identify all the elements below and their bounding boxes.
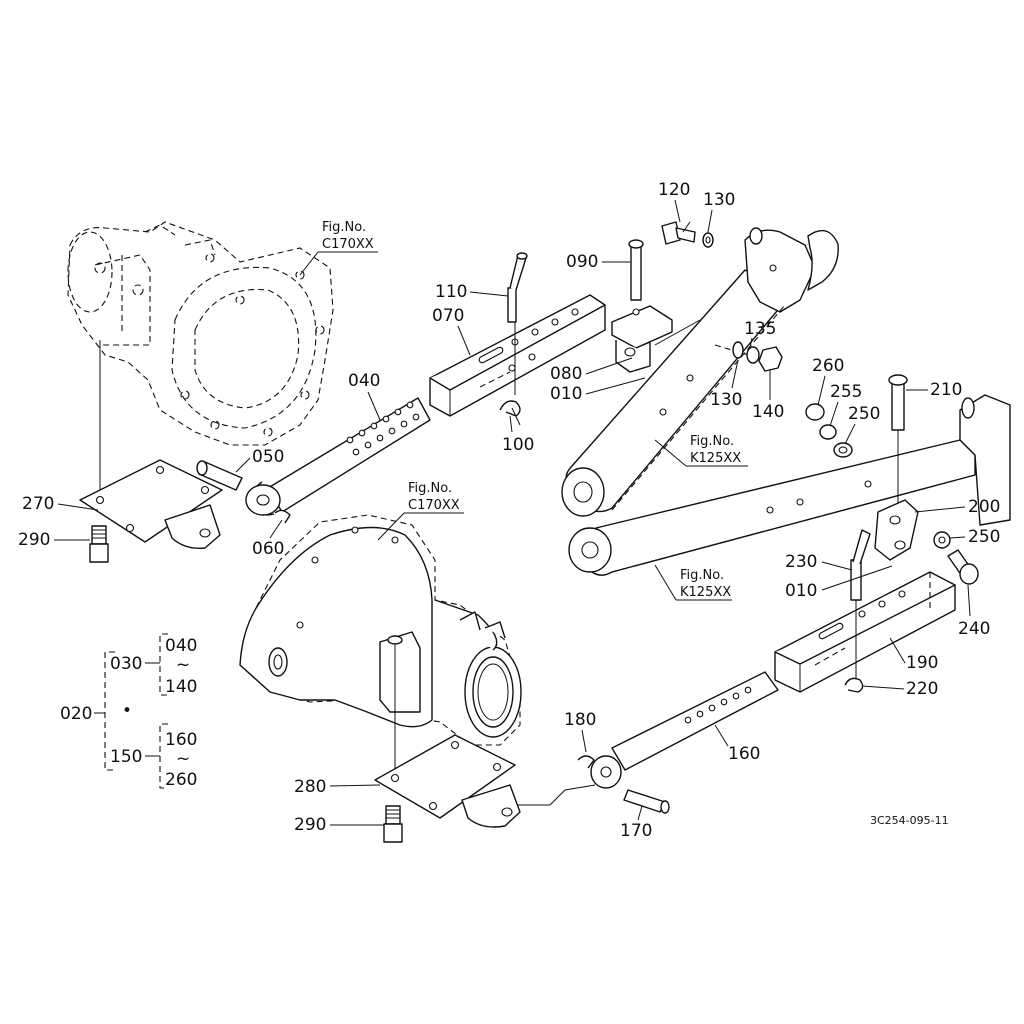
tree-group-030: 030 bbox=[110, 654, 142, 674]
part-label-120: 120 bbox=[658, 180, 690, 200]
pin-110 bbox=[507, 252, 528, 323]
part-labels: 120 130 090 110 070 135 080 010 130 140 … bbox=[18, 180, 1000, 841]
part-label-070: 070 bbox=[432, 306, 464, 326]
bolt-290-upper bbox=[89, 525, 109, 563]
part-label-290: 290 bbox=[294, 815, 326, 835]
bracket-200 bbox=[874, 499, 919, 561]
part-label-270: 270 bbox=[22, 494, 54, 514]
part-label-110: 110 bbox=[435, 282, 467, 302]
part-label-010: 010 bbox=[550, 384, 582, 404]
assembly-tree: 020 • 030 040 ~ 140 150 160 ~ 260 bbox=[60, 633, 197, 790]
svg-text:Fig.No.: Fig.No. bbox=[680, 568, 724, 583]
part-label-220: 220 bbox=[906, 679, 938, 699]
part-label-100: 100 bbox=[502, 435, 534, 455]
part-label-250: 250 bbox=[848, 404, 880, 424]
washer-250-right bbox=[933, 531, 951, 549]
outer-tube-190 bbox=[774, 571, 956, 693]
clip-100 bbox=[499, 400, 521, 426]
tree-group-150: 150 bbox=[110, 747, 142, 767]
part-label-290: 290 bbox=[18, 530, 50, 550]
svg-text:K125XX: K125XX bbox=[680, 585, 731, 600]
pin-170 bbox=[623, 789, 670, 814]
outer-tube-070 bbox=[429, 285, 606, 417]
part-label-010: 010 bbox=[785, 581, 817, 601]
fig-ref-upper-right: Fig.No. K125XX bbox=[654, 434, 748, 467]
svg-text:K125XX: K125XX bbox=[690, 451, 741, 466]
part-label-190: 190 bbox=[906, 653, 938, 673]
tree-150-top: 160 bbox=[165, 730, 197, 750]
part-label-060: 060 bbox=[252, 539, 284, 559]
part-label-210: 210 bbox=[930, 380, 962, 400]
mounting-plate-280 bbox=[374, 734, 596, 828]
tree-030-top: 040 bbox=[165, 636, 197, 656]
part-label-140: 140 bbox=[752, 402, 784, 422]
lower-axle-housing bbox=[239, 514, 522, 775]
svg-text:Fig.No.: Fig.No. bbox=[690, 434, 734, 449]
pin-210 bbox=[888, 374, 908, 515]
mounting-plate-270 bbox=[79, 459, 223, 549]
fig-ref-upper-left: Fig.No. C170XX bbox=[299, 220, 378, 276]
part-label-240: 240 bbox=[958, 619, 990, 639]
tree-root: 020 bbox=[60, 704, 92, 724]
bolt-240 bbox=[947, 549, 979, 585]
part-label-130: 130 bbox=[703, 190, 735, 210]
diagram-code: 3C254-095-11 bbox=[870, 814, 949, 827]
part-label-255: 255 bbox=[830, 382, 862, 402]
stabilizer-160 bbox=[590, 671, 779, 789]
svg-text:Fig.No.: Fig.No. bbox=[322, 220, 366, 235]
bolt-120 bbox=[661, 221, 714, 248]
part-label-260: 260 bbox=[812, 356, 844, 376]
part-label-230: 230 bbox=[785, 552, 817, 572]
clip-220 bbox=[844, 677, 864, 693]
bushing-260-set bbox=[805, 403, 853, 458]
part-label-130: 130 bbox=[710, 390, 742, 410]
part-label-280: 280 bbox=[294, 777, 326, 797]
lower-lift-arm bbox=[568, 394, 1011, 576]
part-label-180: 180 bbox=[564, 710, 596, 730]
svg-text:C170XX: C170XX bbox=[322, 237, 374, 252]
part-label-040: 040 bbox=[348, 371, 380, 391]
part-label-250: 250 bbox=[968, 527, 1000, 547]
pin-060 bbox=[274, 509, 291, 524]
tree-030-bottom: 140 bbox=[165, 677, 197, 697]
part-label-135: 135 bbox=[744, 319, 776, 339]
part-label-200: 200 bbox=[968, 497, 1000, 517]
svg-text:Fig.No.: Fig.No. bbox=[408, 481, 452, 496]
part-label-160: 160 bbox=[728, 744, 760, 764]
pin-050 bbox=[196, 460, 243, 491]
part-label-050: 050 bbox=[252, 447, 284, 467]
tree-dot: • bbox=[122, 701, 132, 721]
tree-150-tilde: ~ bbox=[176, 749, 190, 769]
part-label-170: 170 bbox=[620, 821, 652, 841]
tree-150-bottom: 260 bbox=[165, 770, 197, 790]
bracket-080 bbox=[611, 305, 701, 373]
svg-text:C170XX: C170XX bbox=[408, 498, 460, 513]
fig-ref-lower-center: Fig.No. C170XX bbox=[377, 481, 464, 541]
part-label-080: 080 bbox=[550, 364, 582, 384]
upper-axle-housing bbox=[67, 221, 334, 500]
clip-180 bbox=[577, 755, 595, 769]
pin-090 bbox=[628, 239, 644, 301]
part-label-090: 090 bbox=[566, 252, 598, 272]
washer-nut-set bbox=[714, 341, 783, 372]
tree-030-tilde: ~ bbox=[176, 655, 190, 675]
bolt-290-lower bbox=[383, 805, 403, 843]
upper-lift-arm bbox=[561, 227, 839, 517]
fig-ref-lower-right: Fig.No. K125XX bbox=[654, 564, 732, 601]
pin-230 bbox=[850, 529, 871, 601]
stabilizer-040 bbox=[245, 397, 431, 516]
